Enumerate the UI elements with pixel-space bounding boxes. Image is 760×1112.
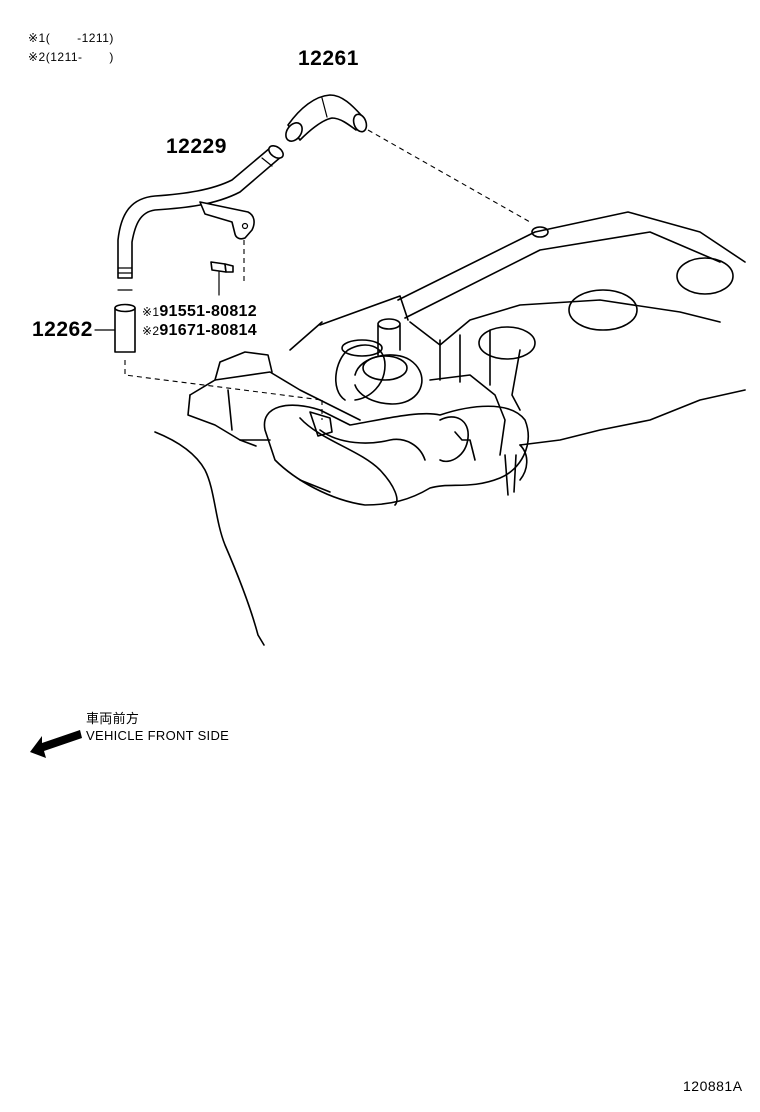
front-label-japanese: 車両前方 <box>86 711 140 726</box>
note-1: ※1( -1211) <box>28 31 114 45</box>
front-arrow <box>30 730 82 758</box>
bolt-1-number: 91551-80812 <box>159 303 257 320</box>
pipe-12229 <box>117 145 284 291</box>
note-1-mark: ※1 <box>28 31 46 45</box>
hose-12261 <box>285 94 368 142</box>
front-label-english: VEHICLE FRONT SIDE <box>86 728 230 743</box>
note-1-text: ( -1211) <box>45 31 114 45</box>
note-2: ※2(1211- ) <box>28 50 114 64</box>
hose-12262 <box>94 303 136 353</box>
connection-lines <box>124 129 531 420</box>
callout-bolt-2: ※291671-80814 <box>142 322 257 340</box>
bolt-2-number: 91671-80814 <box>159 322 257 339</box>
engine-outline <box>154 211 746 646</box>
callout-bolt-1: ※191551-80812 <box>142 303 257 321</box>
callout-12261: 12261 <box>298 47 359 70</box>
diagram-code: 120881A <box>683 1078 743 1094</box>
callout-12229: 12229 <box>166 135 227 158</box>
bolt-2-mark: ※2 <box>142 324 160 338</box>
bolt <box>210 261 234 296</box>
bolt-1-mark: ※1 <box>142 305 160 319</box>
note-2-text: (1211- ) <box>45 50 114 64</box>
callout-12262: 12262 <box>32 318 93 341</box>
note-2-mark: ※2 <box>28 50 46 64</box>
